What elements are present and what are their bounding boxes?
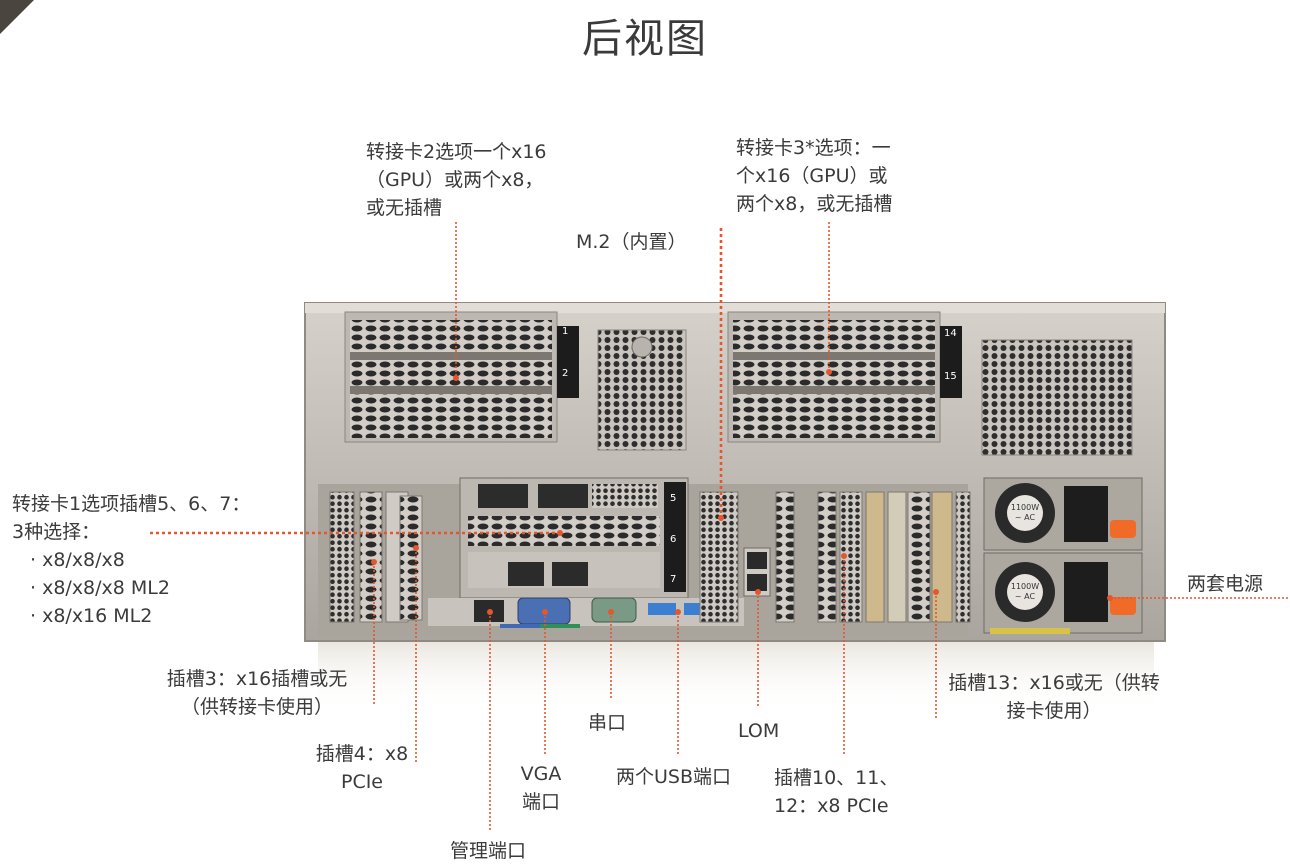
page-title: 后视图 (582, 16, 708, 62)
slot-number-2: 2 (562, 368, 569, 379)
slot-number-5: 5 (670, 493, 677, 504)
slot13-label: 插槽13：x16或无（供转 接卡使用） (948, 672, 1160, 722)
slot-number-14: 14 (944, 328, 957, 339)
slot3-label: 插槽3：x16插槽或无 （供转接卡使用） (166, 668, 348, 718)
slot4-label: 插槽4：x8 PCIe (315, 743, 409, 793)
riser3-label: 转接卡3*选项：一 个x16（GPU）或 两个x8，或无插槽 (736, 137, 893, 215)
corner-decoration (0, 0, 34, 34)
psu1-rating: 1100W~ AC (1010, 503, 1040, 522)
slot10-12-label: 插槽10、11、 12：x8 PCIe (774, 767, 899, 817)
m2-label: M.2（内置） (576, 231, 687, 253)
riser2-label: 转接卡2选项一个x16 （GPU）或两个x8， 或无插槽 (366, 141, 547, 219)
usb-ports-label: 两个USB端口 (616, 766, 732, 788)
slot-number-15: 15 (944, 371, 957, 382)
serial-port-label: 串口 (588, 712, 627, 734)
mgmt-port-label: 管理端口 (450, 840, 527, 862)
psu-label: 两套电源 (1187, 573, 1264, 595)
vga-label: VGA 端口 (520, 763, 562, 813)
psu2-rating: 1100W~ AC (1010, 582, 1040, 601)
slot-number-1: 1 (562, 326, 569, 337)
lom-label: LOM (738, 720, 780, 742)
slot-number-7: 7 (670, 574, 677, 585)
slot-number-6: 6 (670, 534, 677, 545)
riser1-label: 转接卡1选项插槽5、6、7： 3种选择： · x8/x8/x8 · x8/x8/… (12, 493, 251, 627)
